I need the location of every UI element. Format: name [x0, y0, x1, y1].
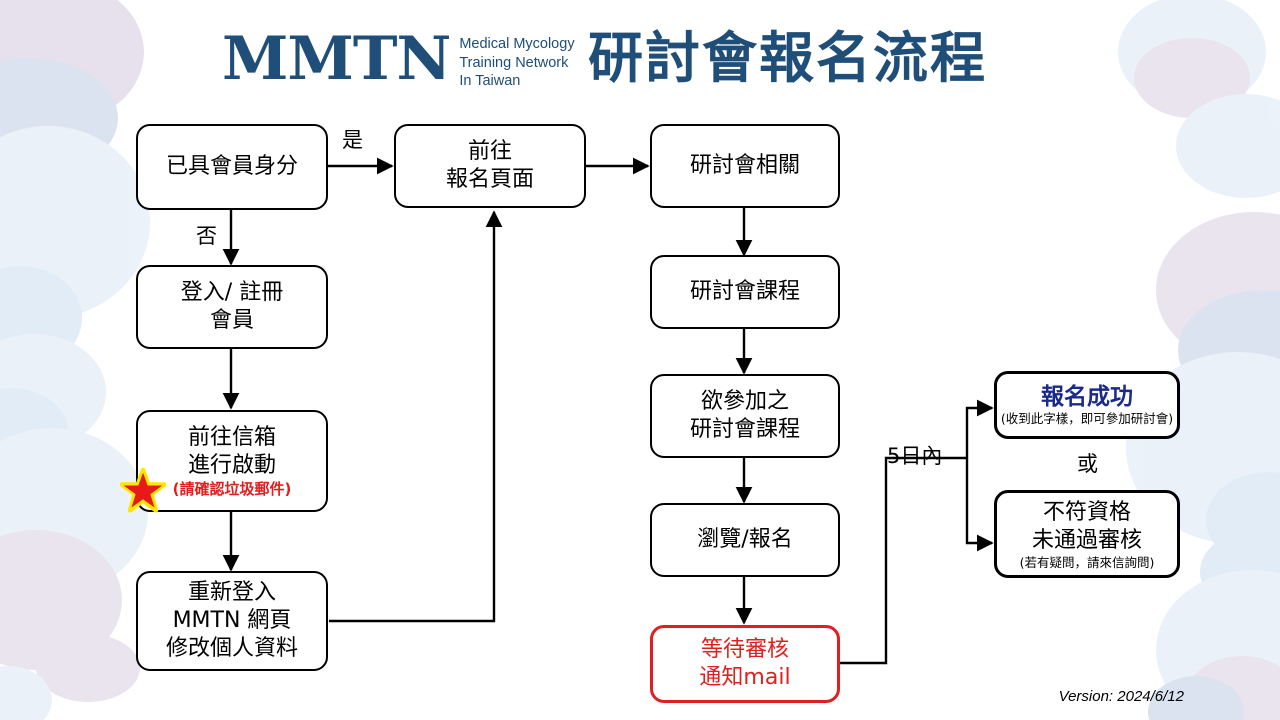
logo-wordmark: MMTN	[222, 24, 451, 94]
node-registration-rejected[interactable]: 不符資格 未通過審核 (若有疑問，請來信詢問)	[994, 490, 1180, 578]
edge-label-no: 否	[196, 224, 217, 248]
node-note: (請確認垃圾郵件)	[172, 480, 292, 498]
node-text: 不符資格 未通過審核	[1031, 499, 1142, 553]
node-text: 已具會員身分	[165, 154, 298, 179]
logo-subtitle: Medical Mycology Training Network In Tai…	[459, 36, 575, 89]
node-seminar-course[interactable]: 研討會課程	[650, 255, 840, 329]
node-relogin-profile[interactable]: 重新登入 MMTN 網頁 修改個人資料	[136, 571, 328, 671]
node-text: 欲參加之 研討會課程	[689, 389, 800, 442]
node-text: 報名成功	[1041, 384, 1133, 410]
node-note: (若有疑問，請來信詢問)	[1019, 554, 1155, 570]
version-label: Version: 2024/6/12	[1058, 688, 1184, 705]
node-desired-course[interactable]: 欲參加之 研討會課程	[650, 374, 840, 458]
node-login-register[interactable]: 登入/ 註冊 會員	[136, 265, 328, 349]
edge-label-or: 或	[1077, 452, 1098, 476]
node-seminar-info[interactable]: 研討會相關	[650, 124, 840, 208]
node-text: 研討會相關	[689, 153, 800, 178]
node-text: 研討會課程	[689, 279, 800, 304]
slide-header: MMTN Medical Mycology Training Network I…	[0, 0, 1280, 115]
node-text: 前往 報名頁面	[445, 139, 534, 192]
node-text: 等待審核 通知mail	[699, 637, 791, 690]
node-activate-mail[interactable]: 前往信箱 進行啟動 (請確認垃圾郵件)	[136, 410, 328, 512]
mmtn-logo: MMTN Medical Mycology Training Network I…	[222, 24, 575, 94]
node-browse-signup[interactable]: 瀏覽/報名	[650, 503, 840, 577]
node-registration-success[interactable]: 報名成功 (收到此字樣，即可參加研討會)	[994, 371, 1180, 439]
node-await-review[interactable]: 等待審核 通知mail	[650, 625, 840, 703]
edge-label-yes: 是	[342, 128, 363, 152]
node-note: (收到此字樣，即可參加研討會)	[1000, 411, 1174, 426]
node-registration-page[interactable]: 前往 報名頁面	[394, 124, 586, 208]
node-member-check[interactable]: 已具會員身分	[136, 124, 328, 210]
node-text: 登入/ 註冊 會員	[180, 280, 284, 333]
node-text: 瀏覽/報名	[697, 527, 793, 552]
node-text: 重新登入 MMTN 網頁 修改個人資料	[165, 580, 298, 661]
node-text: 前往信箱 進行啟動	[187, 425, 276, 478]
edge-label-within-5-days: 5日內	[887, 444, 943, 468]
red-star-icon	[120, 468, 166, 513]
page-title: 研討會報名流程	[588, 26, 988, 90]
